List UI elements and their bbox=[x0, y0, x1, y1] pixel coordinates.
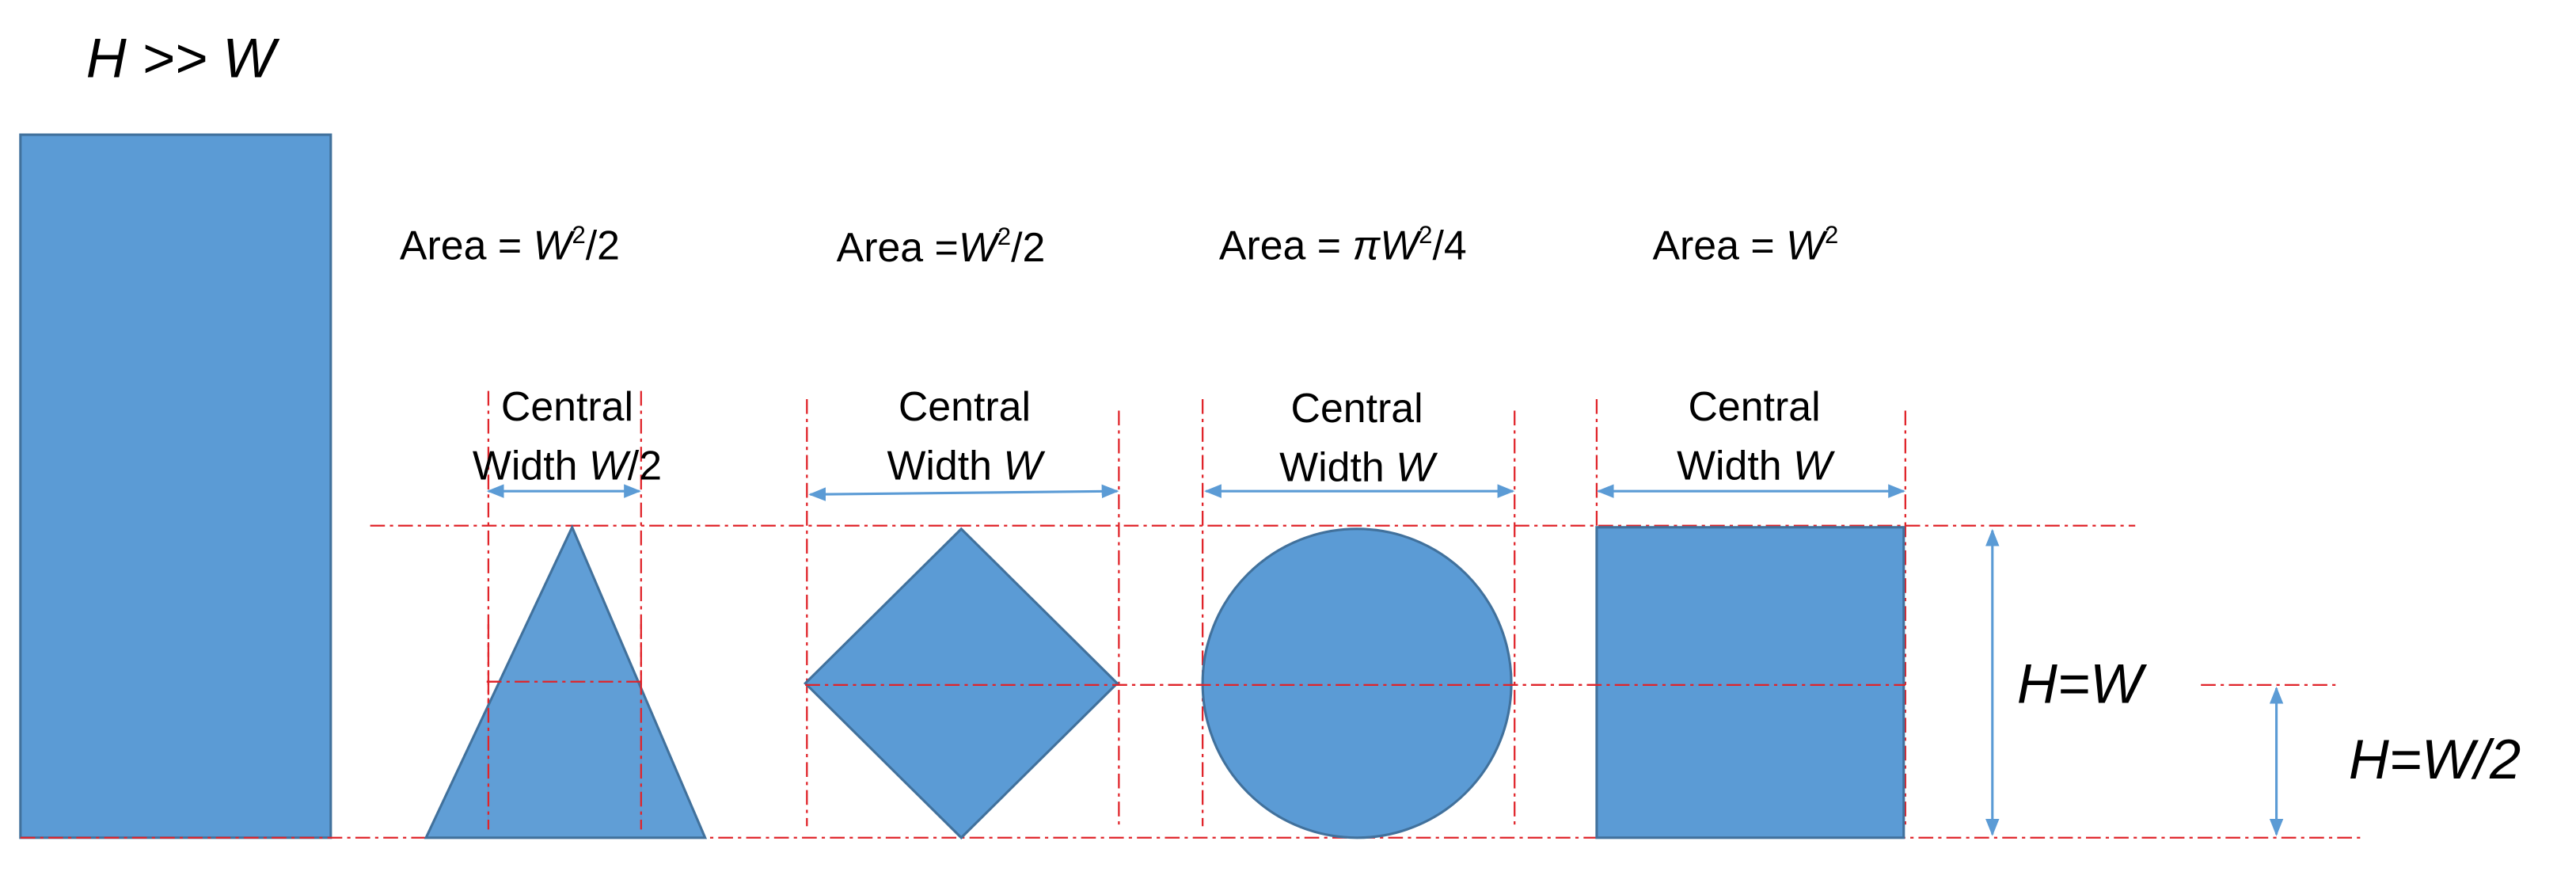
square-area-label: Area = W2 bbox=[1652, 221, 1838, 268]
circle-area-label: Area = πW2/4 bbox=[1219, 221, 1467, 268]
square-shape bbox=[1595, 526, 1905, 839]
height-arrows bbox=[1985, 528, 2284, 836]
square-width-label-line1: Central bbox=[1688, 383, 1820, 429]
diamond-area-label: Area =W2/2 bbox=[837, 223, 1046, 270]
diamond-width-arrow bbox=[808, 484, 1119, 501]
tall-rectangle bbox=[19, 133, 332, 839]
half-height-label: H=W/2 bbox=[2349, 728, 2521, 790]
title: H >> W bbox=[86, 26, 280, 89]
circle-shape bbox=[1201, 527, 1513, 839]
circle-width-label-line2: Width W bbox=[1279, 444, 1438, 490]
diamond-width-label-line2: Width W bbox=[887, 443, 1046, 489]
guide-lines bbox=[20, 390, 2365, 839]
diamond-shape bbox=[804, 527, 1119, 839]
inner-guide-lines bbox=[486, 624, 1905, 830]
triangle-width-label-line2: Width W/2 bbox=[473, 443, 662, 489]
circle-width-label-line1: Central bbox=[1291, 385, 1423, 431]
diamond-width-label-line1: Central bbox=[899, 383, 1031, 429]
square-width-label-line2: Width W bbox=[1677, 443, 1836, 489]
width-arrows bbox=[486, 484, 1905, 501]
full-height-label: H=W bbox=[2017, 653, 2148, 715]
triangle-width-label-line1: Central bbox=[501, 383, 633, 429]
triangle-area-label: Area = W2/2 bbox=[400, 221, 620, 268]
